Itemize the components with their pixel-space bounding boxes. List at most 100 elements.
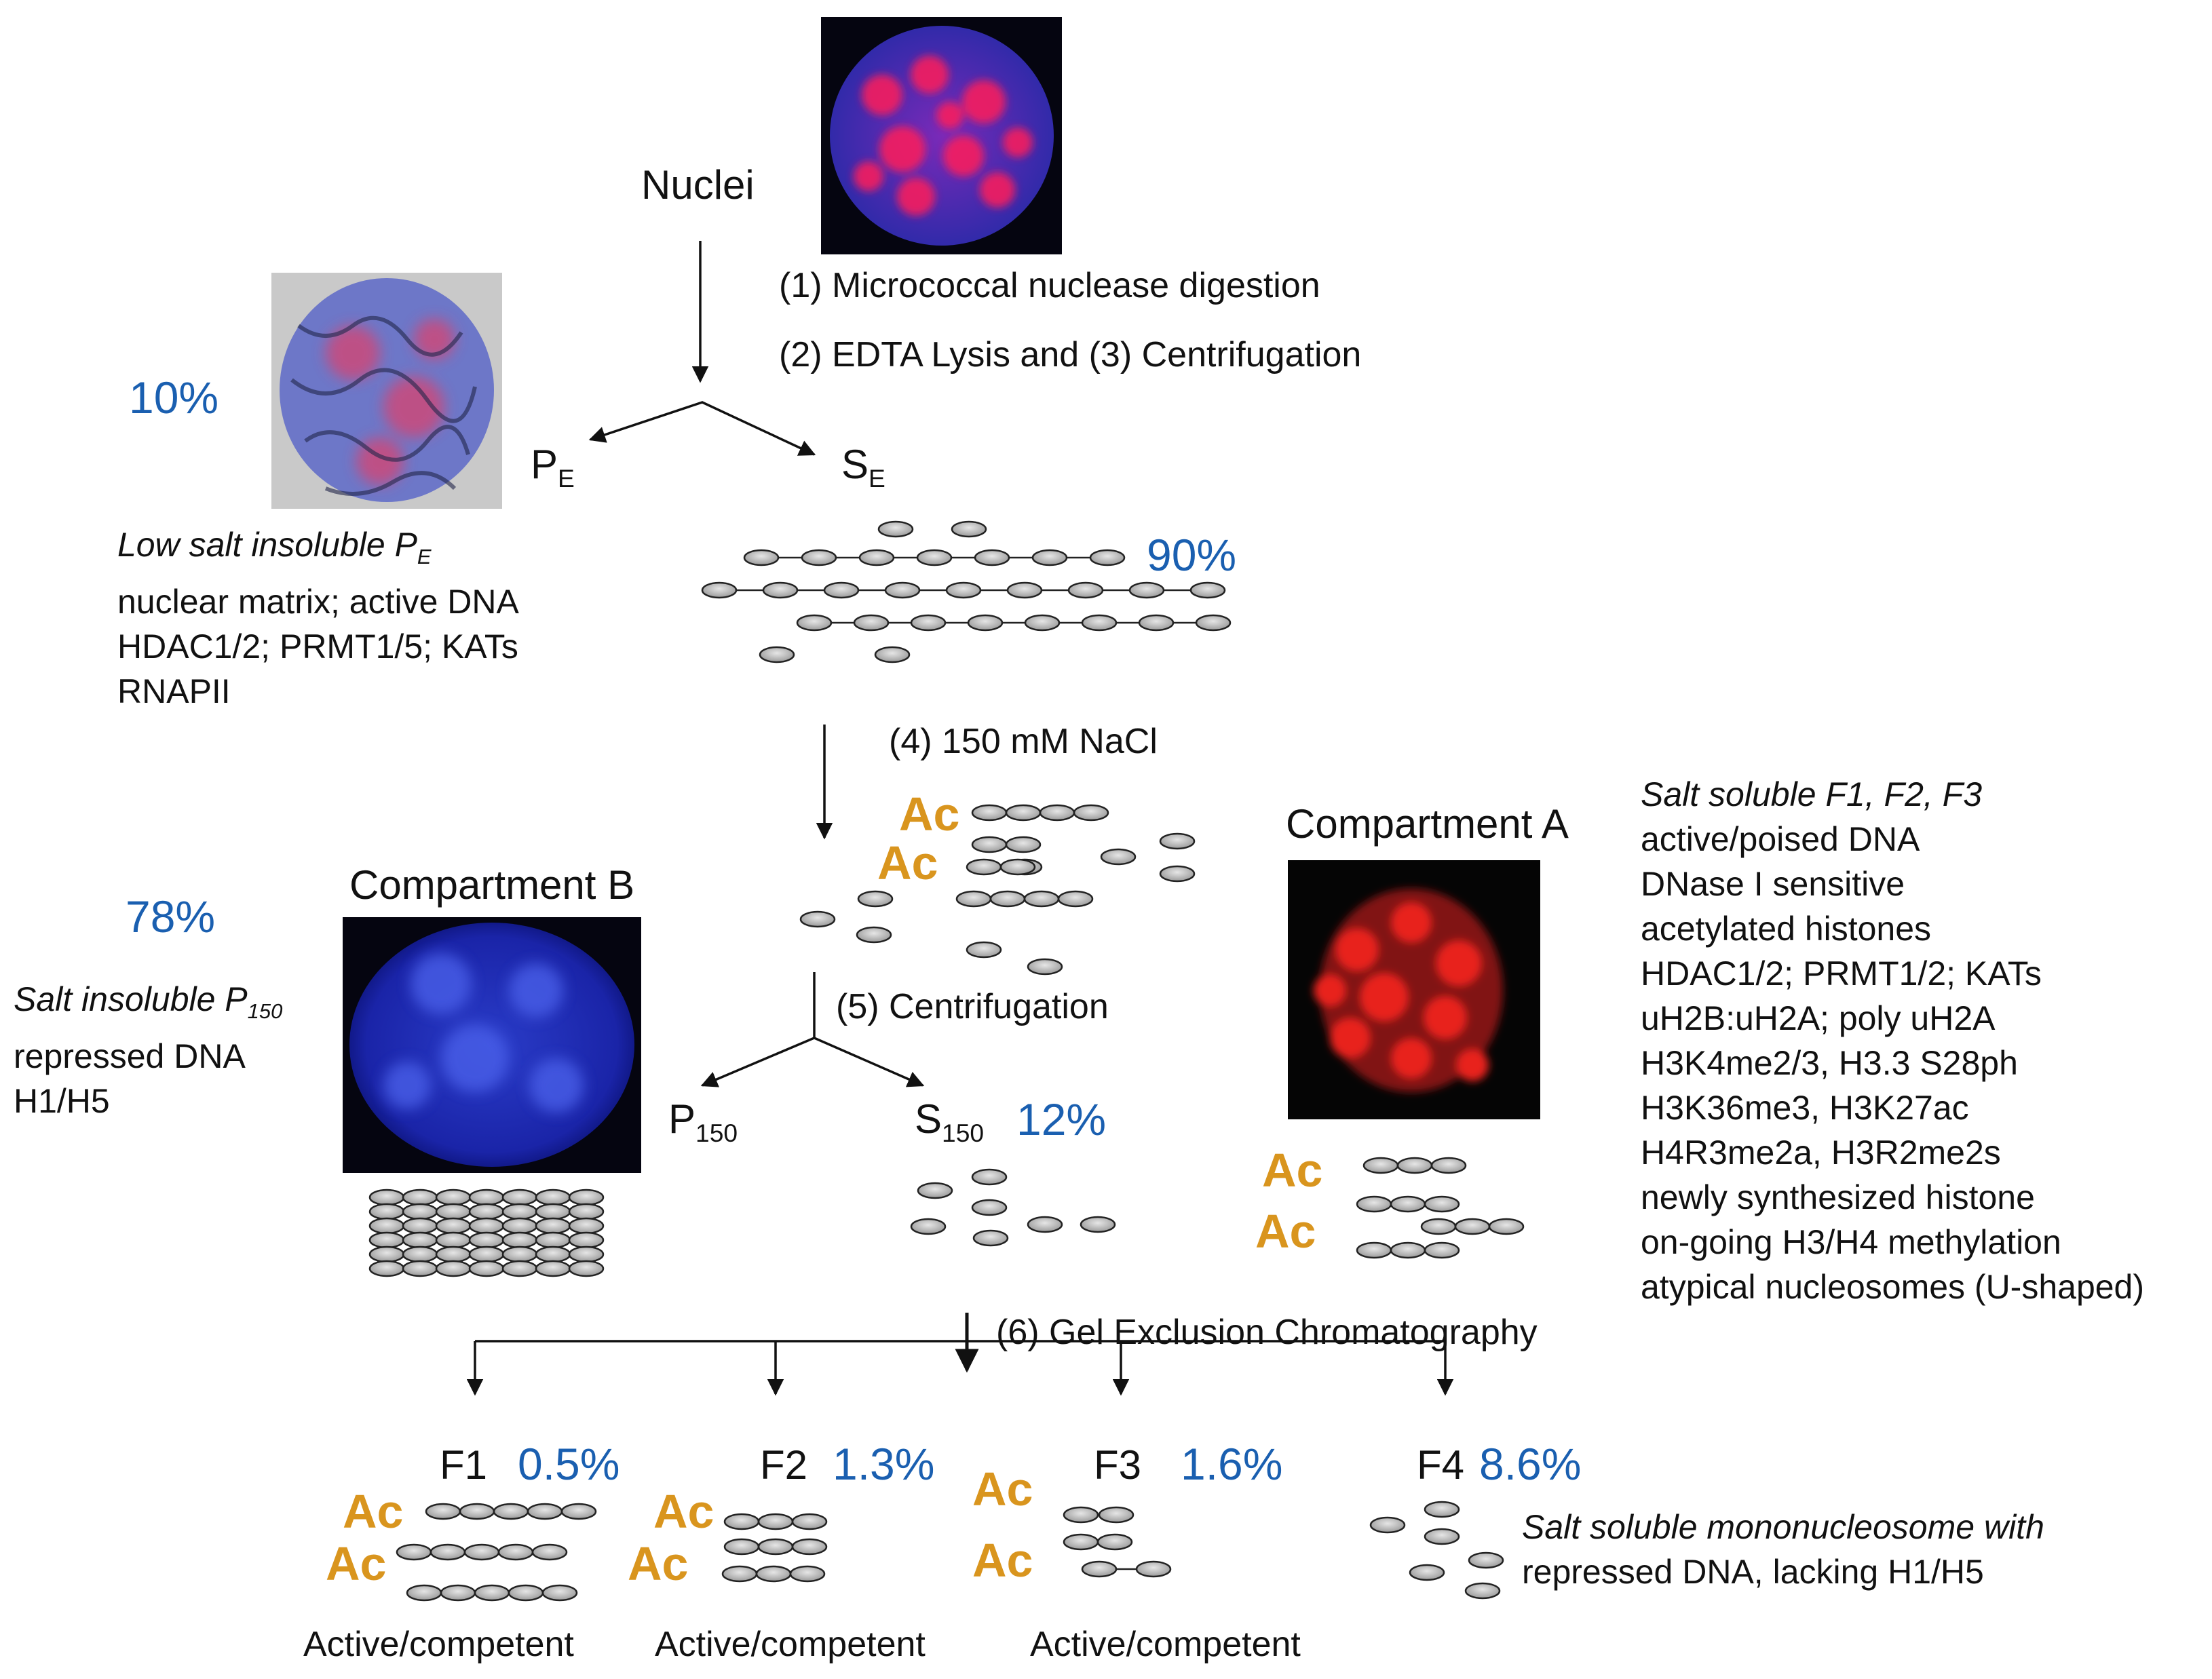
nucleosome xyxy=(856,926,892,944)
nucleosome xyxy=(1488,1218,1525,1235)
p150-label: P150 xyxy=(668,1096,738,1148)
nucleosome xyxy=(396,1543,432,1561)
p150-description-line: H1/H5 xyxy=(14,1081,110,1120)
pe-micrograph xyxy=(271,273,502,509)
nucleosome xyxy=(1454,1218,1491,1235)
nucleosome xyxy=(501,1246,538,1263)
nucleosome xyxy=(435,1260,472,1277)
nucleosome xyxy=(402,1260,438,1277)
nucleosome xyxy=(723,1538,760,1556)
nucleosome xyxy=(568,1217,605,1235)
flow-arrows xyxy=(466,241,1454,1396)
nucleosome xyxy=(459,1503,495,1520)
nucleosome xyxy=(435,1231,472,1249)
f2-label: F2 xyxy=(760,1442,808,1488)
nucleosome xyxy=(440,1584,476,1602)
nucleosome xyxy=(757,1513,794,1530)
nucleosome xyxy=(468,1217,505,1235)
nucleosome xyxy=(568,1246,605,1263)
ac-label: Ac xyxy=(1255,1205,1316,1258)
nucleosome xyxy=(1420,1218,1457,1235)
nucleosome xyxy=(1100,848,1137,866)
se-label: SE xyxy=(841,442,885,493)
nucleosome xyxy=(535,1246,571,1263)
nucleosome xyxy=(1356,1195,1392,1213)
nucleosome xyxy=(1027,958,1063,976)
nucleosome xyxy=(823,581,860,599)
nucleosome xyxy=(368,1231,405,1249)
nucleosome xyxy=(1138,614,1175,632)
p150-description-title: Salt insoluble P150 xyxy=(14,980,283,1023)
step-6-label: (6) Gel Exclusion Chromatography xyxy=(996,1313,1538,1352)
nucleosome xyxy=(971,1199,1008,1216)
f4-description-line: repressed DNA, lacking H1/H5 xyxy=(1522,1553,1984,1591)
nucleosome xyxy=(1424,1501,1460,1518)
nucleosome xyxy=(1005,804,1042,822)
p150-description: Salt insoluble P150 repressed DNA H1/H5 xyxy=(14,977,282,1123)
nucleosome xyxy=(972,1229,1009,1247)
se-percent: 90% xyxy=(1147,530,1237,580)
nucleosome xyxy=(789,1565,826,1583)
nucleosome xyxy=(796,614,833,632)
pe-description-line: RNAPII xyxy=(117,672,231,710)
nucleosome xyxy=(463,1543,500,1561)
f4-description: Salt soluble mononucleosome with repress… xyxy=(1522,1505,2044,1594)
nucleosome xyxy=(1424,1195,1460,1213)
nucleosome xyxy=(501,1231,538,1249)
nucleosome xyxy=(1159,865,1196,883)
nucleosome xyxy=(757,1538,794,1556)
nucleosome xyxy=(999,858,1036,876)
nucleosome xyxy=(857,890,894,908)
nucleosome xyxy=(1006,581,1043,599)
nucleosome xyxy=(791,1538,828,1556)
compartment-a-line: active/poised DNA xyxy=(1641,820,1920,858)
nuclei-micrograph xyxy=(821,17,1062,254)
nucleosome xyxy=(916,549,953,566)
nucleosome xyxy=(971,804,1008,822)
nucleosome xyxy=(1027,1216,1063,1233)
nucleosome xyxy=(368,1246,405,1263)
nucleosome xyxy=(1390,1241,1426,1259)
nucleosome xyxy=(1195,614,1232,632)
ac-label: Ac xyxy=(1262,1144,1323,1197)
nucleosome xyxy=(535,1189,571,1206)
compartment-a-title: Salt soluble F1, F2, F3 xyxy=(1641,775,1983,813)
nucleosome xyxy=(1067,581,1104,599)
nucleosome xyxy=(1031,549,1068,566)
f2-note: Active/competent xyxy=(655,1625,926,1664)
nucleosome xyxy=(1356,1241,1392,1259)
nucleosome xyxy=(1063,1506,1099,1524)
nucleosome xyxy=(468,1203,505,1220)
nucleosome xyxy=(435,1246,472,1263)
nuclei-label: Nuclei xyxy=(641,162,755,208)
nucleosome xyxy=(1080,1216,1116,1233)
nucleosome xyxy=(721,1565,758,1583)
f3-note: Active/competent xyxy=(1030,1625,1301,1664)
nucleosome xyxy=(951,520,987,538)
nucleosome xyxy=(535,1203,571,1220)
nucleosome xyxy=(755,1565,792,1583)
nucleosome xyxy=(1390,1195,1426,1213)
nucleosome xyxy=(874,646,911,663)
pe-description-line: HDAC1/2; PRMT1/5; KATs xyxy=(117,627,518,665)
nucleosome xyxy=(368,1203,405,1220)
nucleosome xyxy=(945,581,982,599)
ac-label: Ac xyxy=(653,1485,714,1538)
ac-label: Ac xyxy=(972,1463,1033,1516)
nucleosome xyxy=(1362,1157,1399,1174)
compartment-b-micrograph xyxy=(343,917,641,1173)
compartment-a-description: Salt soluble F1, F2, F3 active/poised DN… xyxy=(1641,772,2144,1309)
nucleosome xyxy=(497,1543,534,1561)
f3-percent: 1.6% xyxy=(1181,1439,1283,1489)
ac-label: Ac xyxy=(877,836,938,889)
pe-description-title: Low salt insoluble PE xyxy=(117,526,432,568)
nucleosome xyxy=(762,581,799,599)
nucleosome xyxy=(527,1503,563,1520)
nucleosome xyxy=(468,1260,505,1277)
pe-description: Low salt insoluble PE nuclear matrix; ac… xyxy=(117,522,519,714)
nucleosome xyxy=(435,1203,472,1220)
nucleosome xyxy=(1468,1551,1504,1569)
ac-label: Ac xyxy=(972,1534,1033,1587)
nucleosome xyxy=(568,1189,605,1206)
nucleosome xyxy=(508,1584,544,1602)
